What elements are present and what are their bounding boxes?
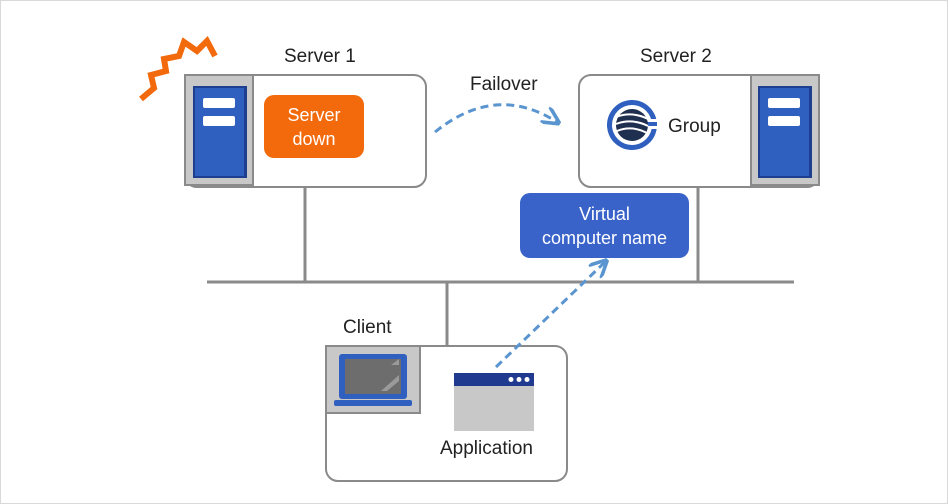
failover-label: Failover [470,74,538,95]
virtual-computer-name-line1: Virtual [579,204,630,224]
server-down-line1: Server [287,105,341,125]
server-down-badge [264,95,364,158]
server2-title: Server 2 [640,46,712,67]
virtual-computer-name-text: Virtual computer name [520,202,689,250]
client-title: Client [343,317,392,338]
crash-burst-icon [139,36,218,102]
virtual-computer-name-line2: computer name [541,228,668,248]
server-icon [758,86,812,178]
group-label: Group [668,116,721,137]
server-down-text: Server down [264,103,364,151]
server-down-line2: down [292,129,336,149]
group-logo-icon [607,100,659,150]
server1-title: Server 1 [284,46,356,67]
virtual-computer-name-box[interactable] [520,193,689,258]
server-icon [193,86,247,178]
network-lines [207,187,794,346]
laptop-icon [334,354,412,406]
application-window-icon [454,373,534,431]
application-label: Application [440,438,533,459]
failover-arrow [434,103,557,134]
